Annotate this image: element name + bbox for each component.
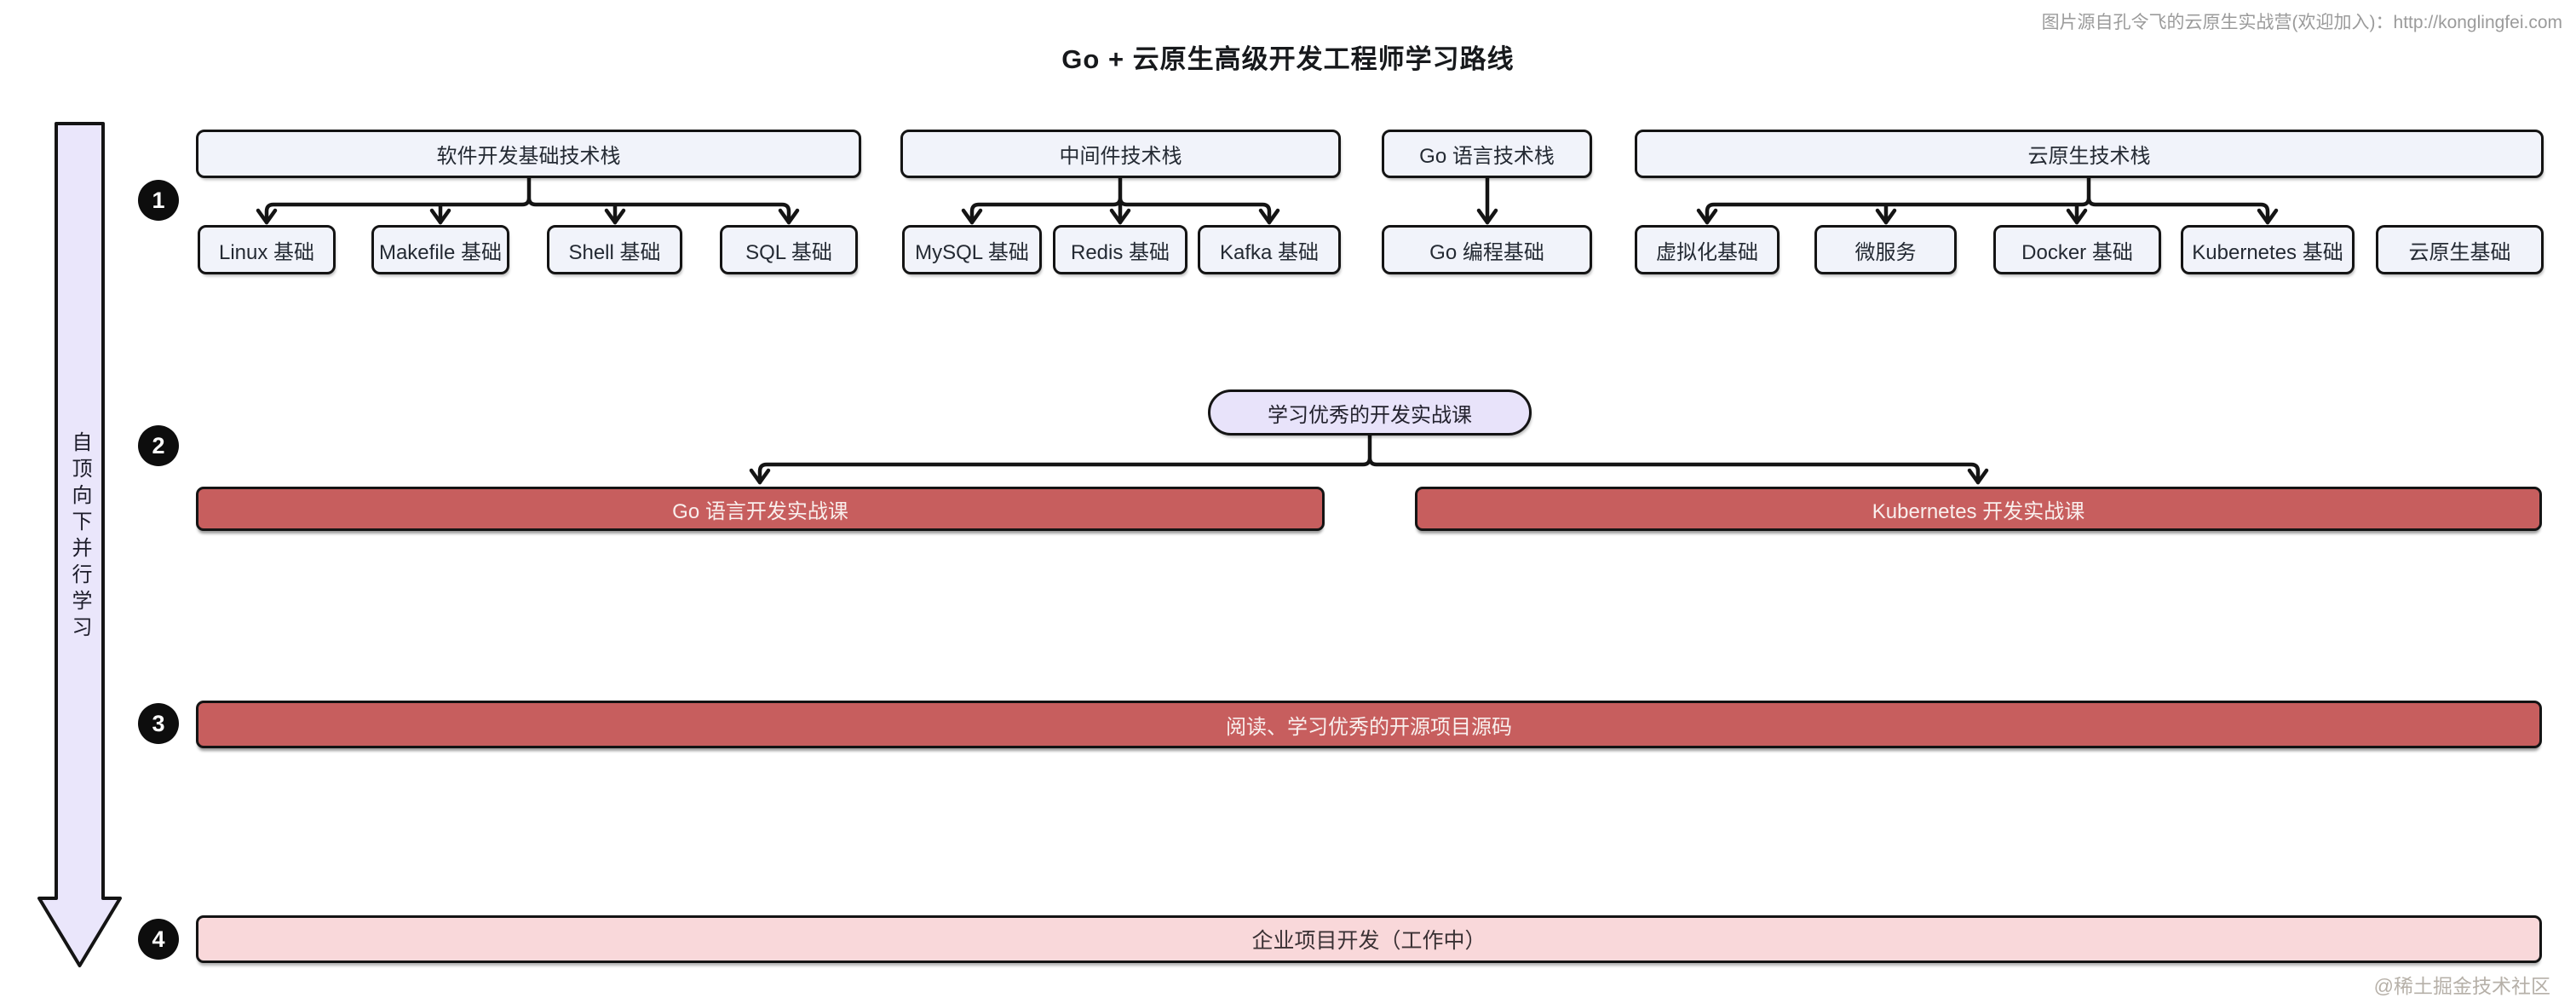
group1-connector xyxy=(264,176,791,225)
node-shell-basics: Shell 基础 xyxy=(547,225,682,274)
source-note: 图片源自孔令飞的云原生实战营(欢迎加入)：http://konglingfei.… xyxy=(2041,13,2562,32)
watermark: @稀土掘金技术社区 xyxy=(2373,975,2550,997)
node-microservices: 微服务 xyxy=(1814,225,1957,274)
course-kubernetes-dev: Kubernetes 开发实战课 xyxy=(1415,487,2542,531)
node-linux-basics: Linux 基础 xyxy=(198,225,336,274)
page-title: Go + 云原生高级开发工程师学习路线 xyxy=(1061,44,1515,74)
group2-arrowheads xyxy=(961,208,1280,225)
step-4-badge: 4 xyxy=(138,919,179,960)
step2-arrowheads xyxy=(749,468,1989,485)
node-makefile-basics: Makefile 基础 xyxy=(371,225,509,274)
course-go-dev: Go 语言开发实战课 xyxy=(196,487,1325,531)
pill-practical-courses: 学习优秀的开发实战课 xyxy=(1208,389,1532,436)
node-go-programming-basics: Go 编程基础 xyxy=(1382,225,1592,274)
node-sql-basics: SQL 基础 xyxy=(720,225,858,274)
node-kubernetes-basics: Kubernetes 基础 xyxy=(2181,225,2355,274)
node-docker-basics: Docker 基础 xyxy=(1993,225,2161,274)
group-header-middleware: 中间件技术栈 xyxy=(900,130,1341,178)
group2-connector xyxy=(969,176,1272,225)
node-mysql-basics: MySQL 基础 xyxy=(902,225,1042,274)
bar-read-open-source: 阅读、学习优秀的开源项目源码 xyxy=(196,701,2542,748)
step-1-badge: 1 xyxy=(138,180,179,221)
bar-enterprise-project: 企业项目开发（工作中） xyxy=(196,915,2542,963)
group1-arrowheads xyxy=(256,208,800,225)
step2-connector xyxy=(757,433,1981,485)
group-header-cloud-native: 云原生技术栈 xyxy=(1635,130,2544,178)
step-3-badge: 3 xyxy=(138,703,179,744)
node-kafka-basics: Kafka 基础 xyxy=(1198,225,1341,274)
side-arrow-label: 自顶向下并行学习 xyxy=(68,431,91,643)
group4-arrowheads xyxy=(1696,208,2279,225)
group-header-go-lang: Go 语言技术栈 xyxy=(1382,130,1592,178)
step-2-badge: 2 xyxy=(138,425,179,466)
group4-connector xyxy=(1705,176,2270,225)
node-redis-basics: Redis 基础 xyxy=(1053,225,1187,274)
group-header-software-dev: 软件开发基础技术栈 xyxy=(196,130,861,178)
node-cloud-native-basics: 云原生基础 xyxy=(2376,225,2544,274)
node-virtualization-basics: 虚拟化基础 xyxy=(1635,225,1780,274)
group3-arrowhead xyxy=(1476,208,1498,225)
